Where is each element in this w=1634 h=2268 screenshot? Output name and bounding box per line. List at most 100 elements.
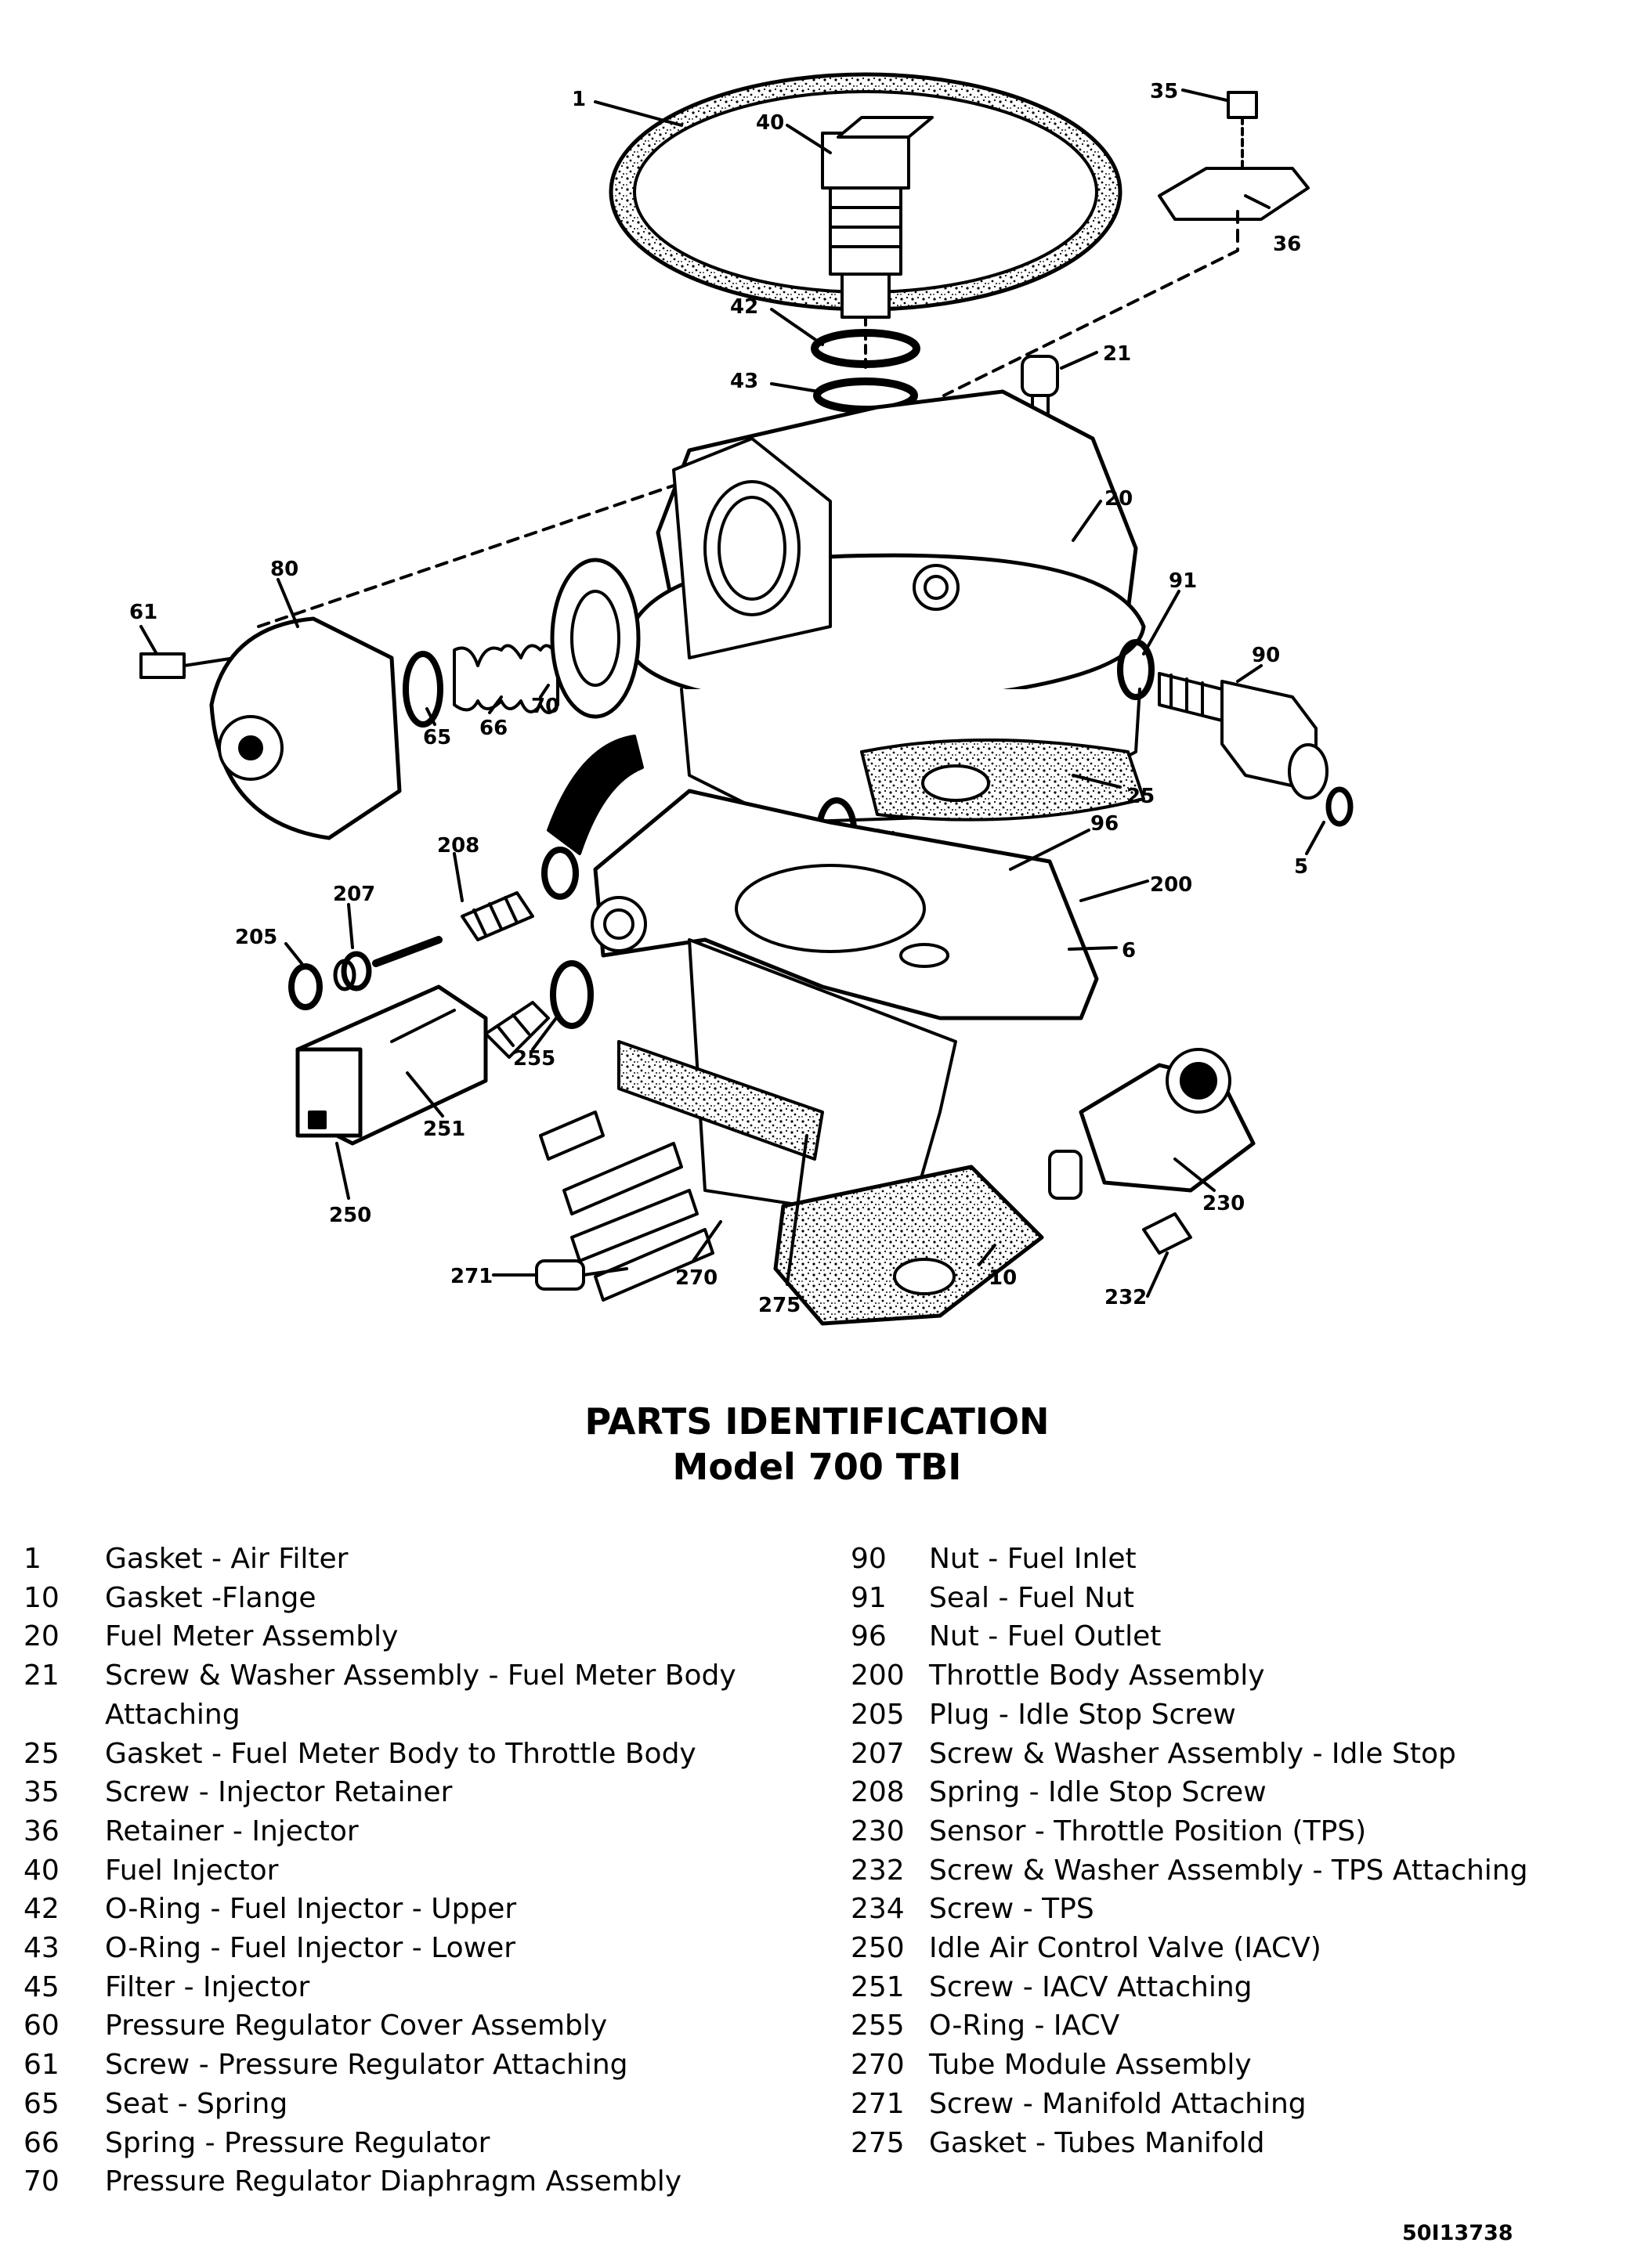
drawing-linework (139, 72, 1354, 1326)
part-number: 10 (23, 1581, 60, 1614)
callout-1: 1 (572, 88, 586, 111)
reference-code: 50I13738 (1402, 2221, 1513, 2245)
part-description: Screw & Washer Assembly - Idle Stop (929, 1737, 1456, 1770)
part-description: Gasket - Fuel Meter Body to Throttle Bod… (105, 1737, 696, 1770)
list-item: 96 Nut - Fuel Outlet (851, 1617, 1618, 1656)
part-number: 42 (23, 1893, 60, 1926)
part-description: Pressure Regulator Diaphragm Assembly (105, 2165, 682, 2198)
part-number: 66 (23, 2126, 60, 2159)
part-description: Sensor - Throttle Position (TPS) (929, 1815, 1367, 1847)
list-item: 36 Retainer - Injector (23, 1812, 822, 1851)
title-block: PARTS IDENTIFICATION Model 700 TBI (0, 1399, 1634, 1490)
part-description: Idle Air Control Valve (IACV) (929, 1932, 1321, 1965)
part-description: Retainer - Injector (105, 1815, 359, 1847)
part-number: 35 (23, 1776, 60, 1809)
callout-96: 96 (1090, 812, 1119, 836)
list-item: 232 Screw & Washer Assembly - TPS Attachi… (851, 1851, 1618, 1891)
callout-65: 65 (423, 726, 451, 749)
part-description: Screw - Manifold Attaching (929, 2087, 1307, 2120)
callout-200: 200 (1150, 873, 1192, 897)
part-description: Tube Module Assembly (929, 2049, 1252, 2082)
part-description: O-Ring - IACV (929, 2010, 1120, 2042)
callout-36: 36 (1273, 233, 1301, 256)
part-number: 90 (851, 1543, 887, 1575)
part-number: 61 (23, 2049, 60, 2082)
callout-208: 208 (437, 834, 479, 858)
part-number: 205 (851, 1698, 905, 1731)
part-description: Screw & Washer Assembly - TPS Attaching (929, 1854, 1528, 1887)
part-number: 36 (23, 1815, 60, 1847)
part-description: Nut - Fuel Outlet (929, 1620, 1162, 1653)
part-number: 96 (851, 1620, 887, 1653)
part-number: 208 (851, 1776, 905, 1809)
part-description: Fuel Injector (105, 1854, 279, 1887)
callout-43: 43 (730, 370, 758, 393)
part-description: O-Ring - Fuel Injector - Upper (105, 1893, 517, 1926)
part-description: Screw & Washer Assembly - Fuel Meter Bod… (105, 1659, 736, 1731)
callout-255: 255 (513, 1047, 555, 1071)
callout-251: 251 (423, 1118, 465, 1141)
part-number: 43 (23, 1932, 60, 1965)
exploded-view-diagram: 1 40 35 36 42 21 43 20 80 61 91 90 70 66… (129, 72, 1354, 1326)
part-description: Screw - IACV Attaching (929, 1970, 1253, 2003)
part-number: 91 (851, 1581, 887, 1614)
callout-270: 270 (675, 1266, 718, 1290)
callout-40: 40 (756, 111, 784, 135)
part-description: Plug - Idle Stop Screw (929, 1698, 1236, 1731)
callout-61: 61 (129, 601, 157, 624)
part-description: Throttle Body Assembly (929, 1659, 1265, 1692)
list-item: 25 Gasket - Fuel Meter Body to Throttle B… (23, 1735, 822, 1774)
part-description: Screw - Pressure Regulator Attaching (105, 2049, 628, 2082)
part-number: 250 (851, 1932, 905, 1965)
part-number: 65 (23, 2087, 60, 2120)
part-number: 1 (23, 1543, 42, 1575)
part-description: Filter - Injector (105, 1970, 310, 2003)
list-item: 255 O-Ring - IACV (851, 2006, 1618, 2046)
page-title: PARTS IDENTIFICATION (584, 1400, 1050, 1443)
part-description: Gasket -Flange (105, 1581, 316, 1614)
part-number: 232 (851, 1854, 905, 1887)
part-number: 230 (851, 1815, 905, 1847)
callout-10: 10 (989, 1266, 1017, 1290)
part-description: Seal - Fuel Nut (929, 1581, 1134, 1614)
callout-230: 230 (1202, 1192, 1245, 1215)
part-description: Gasket - Tubes Manifold (929, 2126, 1265, 2159)
list-item: 250 Idle Air Control Valve (IACV) (851, 1929, 1618, 1968)
callout-5: 5 (1294, 855, 1308, 879)
list-item: 207 Screw & Washer Assembly - Idle Stop (851, 1735, 1618, 1774)
callout-21: 21 (1103, 342, 1131, 366)
part-number: 234 (851, 1893, 905, 1926)
part-number: 25 (23, 1737, 60, 1770)
callout-25: 25 (1126, 785, 1155, 808)
part-number: 207 (851, 1737, 905, 1770)
callout-207: 207 (333, 883, 375, 906)
part-number: 255 (851, 2010, 905, 2042)
callout-205: 205 (235, 926, 277, 949)
callout-35: 35 (1150, 80, 1178, 103)
part-number: 20 (23, 1620, 60, 1653)
callout-6: 6 (1122, 939, 1136, 962)
page-subtitle: Model 700 TBI (672, 1446, 962, 1488)
list-item: 61 Screw - Pressure Regulator Attaching (23, 2046, 822, 2085)
callout-271: 271 (450, 1265, 493, 1288)
list-item: 10 Gasket -Flange (23, 1579, 822, 1618)
list-item: 91 Seal - Fuel Nut (851, 1579, 1618, 1618)
callout-232: 232 (1104, 1286, 1147, 1309)
callout-20: 20 (1104, 487, 1133, 511)
part-number: 40 (23, 1854, 60, 1887)
list-item: 230 Sensor - Throttle Position (TPS) (851, 1812, 1618, 1851)
callout-70: 70 (531, 695, 559, 718)
